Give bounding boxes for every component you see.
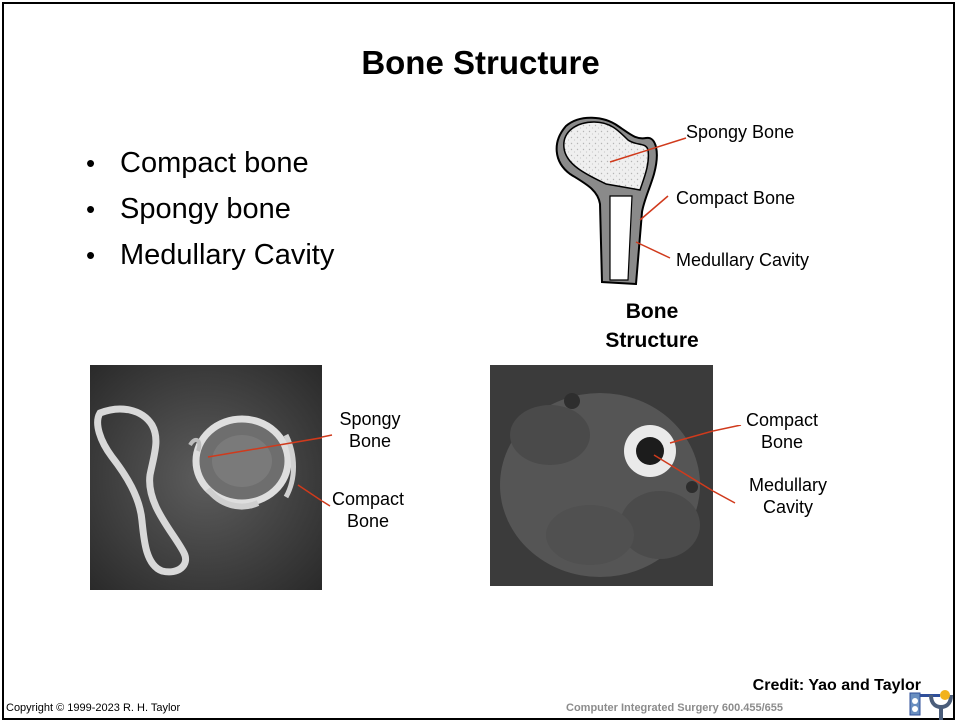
jhu-lcsr-logo-icon (905, 687, 953, 721)
diagram-caption-line1: Bone (560, 297, 744, 326)
bullet-item: •Compact bone (86, 140, 334, 186)
bullet-dot-icon: • (86, 232, 120, 278)
diagram-label-compact: Compact Bone (676, 188, 795, 209)
diagram-caption: Bone Structure (560, 297, 744, 355)
credit-text: Credit: Yao and Taylor (753, 677, 921, 695)
bullet-text: Medullary Cavity (120, 239, 334, 271)
femur-medullary-cavity (610, 196, 632, 280)
ct-scan-hip (90, 365, 322, 590)
femur-spongy-head (564, 122, 649, 190)
bullet-item: •Spongy bone (86, 186, 334, 232)
ct-scan-femur (490, 365, 713, 586)
diagram-caption-line2: Structure (560, 326, 744, 355)
copyright-text: Copyright © 1999-2023 R. H. Taylor (6, 702, 180, 714)
course-text: Computer Integrated Surgery 600.455/655 (566, 702, 783, 714)
bullet-item: •Medullary Cavity (86, 232, 334, 278)
diagram-label-spongy: Spongy Bone (686, 122, 794, 143)
bullet-text: Spongy bone (120, 193, 291, 225)
diagram-label-medullary: Medullary Cavity (676, 250, 809, 271)
bullet-list: •Compact bone •Spongy bone •Medullary Ca… (86, 140, 334, 278)
bullet-dot-icon: • (86, 186, 120, 232)
slide-title: Bone Structure (0, 44, 961, 82)
leader-medullary (636, 242, 670, 258)
bullet-dot-icon: • (86, 140, 120, 186)
bullet-text: Compact bone (120, 147, 309, 179)
